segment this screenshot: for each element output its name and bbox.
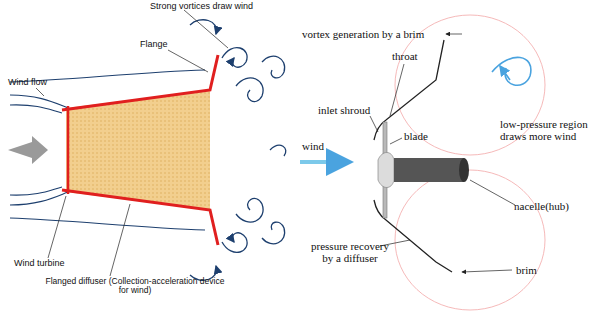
vortices — [190, 20, 286, 280]
low-pressure-zone — [395, 170, 545, 310]
flow-label: Wind flow — [8, 78, 68, 88]
part-label: Flange — [140, 40, 180, 50]
right-figure — [300, 15, 545, 310]
leader-lines — [370, 34, 515, 272]
part-label: Flanged diffuser (Collection-acceleratio… — [40, 277, 230, 296]
callout-label: pressure recovery by a diffuser — [310, 240, 390, 264]
nacelle-end — [459, 158, 469, 182]
callout-label: low-pressure region draws more wind — [500, 118, 592, 142]
part-label: blade — [404, 130, 444, 142]
hub-nose — [378, 153, 394, 188]
wind-arrow — [8, 136, 48, 164]
flow-label: wind — [302, 140, 342, 152]
vortex-arrow — [500, 66, 510, 80]
diffuser-walls — [62, 55, 218, 245]
leader-lines — [36, 10, 228, 276]
part-label: throat — [392, 50, 442, 62]
part-label: Wind turbine — [14, 259, 94, 269]
part-label: inlet shroud — [318, 104, 388, 116]
callout-label: Strong vortices draw wind — [150, 2, 270, 12]
part-label: nacelle(hub) — [514, 200, 592, 212]
callout-label: vortex generation by a brim — [302, 28, 442, 40]
left-figure — [8, 10, 286, 280]
part-label: brim — [516, 264, 556, 276]
nacelle — [394, 158, 464, 182]
vortex — [492, 57, 531, 85]
wind-arrow — [300, 160, 350, 164]
shroud — [374, 40, 452, 272]
